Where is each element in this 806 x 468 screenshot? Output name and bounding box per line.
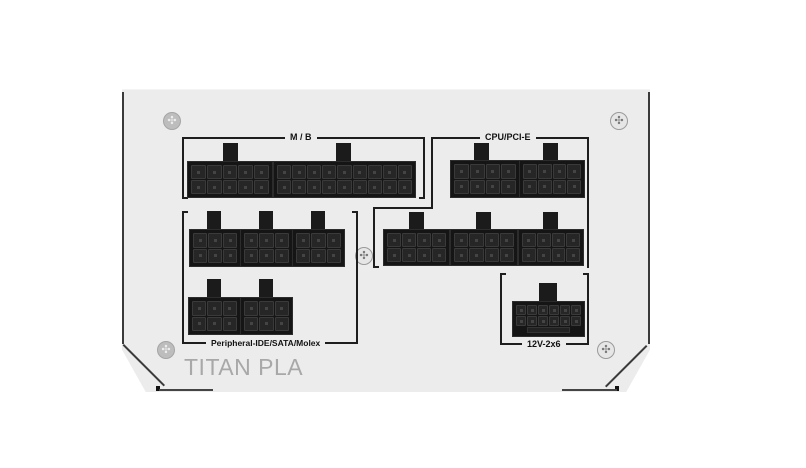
mb-18pin-latch xyxy=(336,143,351,162)
pcie-8pin-connector-2[interactable] xyxy=(450,229,518,266)
left-foot-marker xyxy=(156,386,160,391)
peripheral-6pin-connector-2[interactable] xyxy=(240,229,293,267)
peripheral-6pin-latch xyxy=(311,211,325,230)
right-foot-marker xyxy=(615,386,619,391)
peripheral-6pin-latch xyxy=(207,279,221,298)
left-foot-line xyxy=(159,389,213,391)
peripheral-6pin-connector-3[interactable] xyxy=(292,229,345,267)
cpu-8pin-connector-1[interactable] xyxy=(450,160,520,198)
screw-icon: ✣ xyxy=(163,112,181,130)
mb-bracket-bottom-right xyxy=(419,196,425,199)
peripheral-bracket-tl xyxy=(182,211,188,214)
mb-bracket-bottom-left xyxy=(182,196,188,199)
panel-left-edge xyxy=(122,92,124,344)
brand-text: TITAN PLA xyxy=(184,354,304,380)
cpu-8pin-latch xyxy=(543,143,558,161)
panel-right-edge xyxy=(648,92,650,344)
mb-10pin-connector[interactable] xyxy=(187,161,273,198)
hpwr-latch xyxy=(539,283,557,302)
mb-label: M / B xyxy=(285,132,317,142)
mb-18pin-connector[interactable] xyxy=(273,161,416,198)
hpwr-label: 12V-2x6 xyxy=(522,339,566,349)
pcie-8pin-connector-1[interactable] xyxy=(383,229,450,266)
pcie-8pin-latch xyxy=(409,212,424,230)
cpu-bracket-right xyxy=(587,137,589,268)
right-foot-line xyxy=(562,389,617,391)
peripheral-6pin-latch xyxy=(259,211,273,230)
hpwr-12pin-connector[interactable] xyxy=(512,301,585,337)
cpu-bracket-lower xyxy=(373,207,433,268)
peripheral-6pin-connector-5[interactable] xyxy=(240,297,293,335)
hpwr-bracket-tr xyxy=(583,273,589,276)
cpu-8pin-connector-2[interactable] xyxy=(519,160,585,198)
screw-icon: ✣ xyxy=(157,341,175,359)
peripheral-6pin-connector-4[interactable] xyxy=(188,297,241,335)
peripheral-6pin-latch xyxy=(259,279,273,298)
cpu-bracket-bottom-tick xyxy=(373,265,379,268)
mb-10pin-latch xyxy=(223,143,238,162)
pcie-8pin-connector-3[interactable] xyxy=(518,229,584,266)
peripheral-6pin-connector-1[interactable] xyxy=(189,229,241,267)
pcie-8pin-latch xyxy=(476,212,491,230)
cpu-pcie-label: CPU/PCI-E xyxy=(480,132,536,142)
screw-icon: ✣ xyxy=(355,247,373,265)
pcie-8pin-latch xyxy=(543,212,558,230)
peripheral-6pin-latch xyxy=(207,211,221,230)
hpwr-bracket-tl xyxy=(500,273,506,276)
cpu-8pin-latch xyxy=(474,143,489,161)
peripheral-bracket-tr xyxy=(352,211,358,214)
screw-icon: ✣ xyxy=(597,341,615,359)
peripheral-label: Peripheral-IDE/SATA/Molex xyxy=(206,338,326,348)
screw-icon: ✣ xyxy=(610,112,628,130)
